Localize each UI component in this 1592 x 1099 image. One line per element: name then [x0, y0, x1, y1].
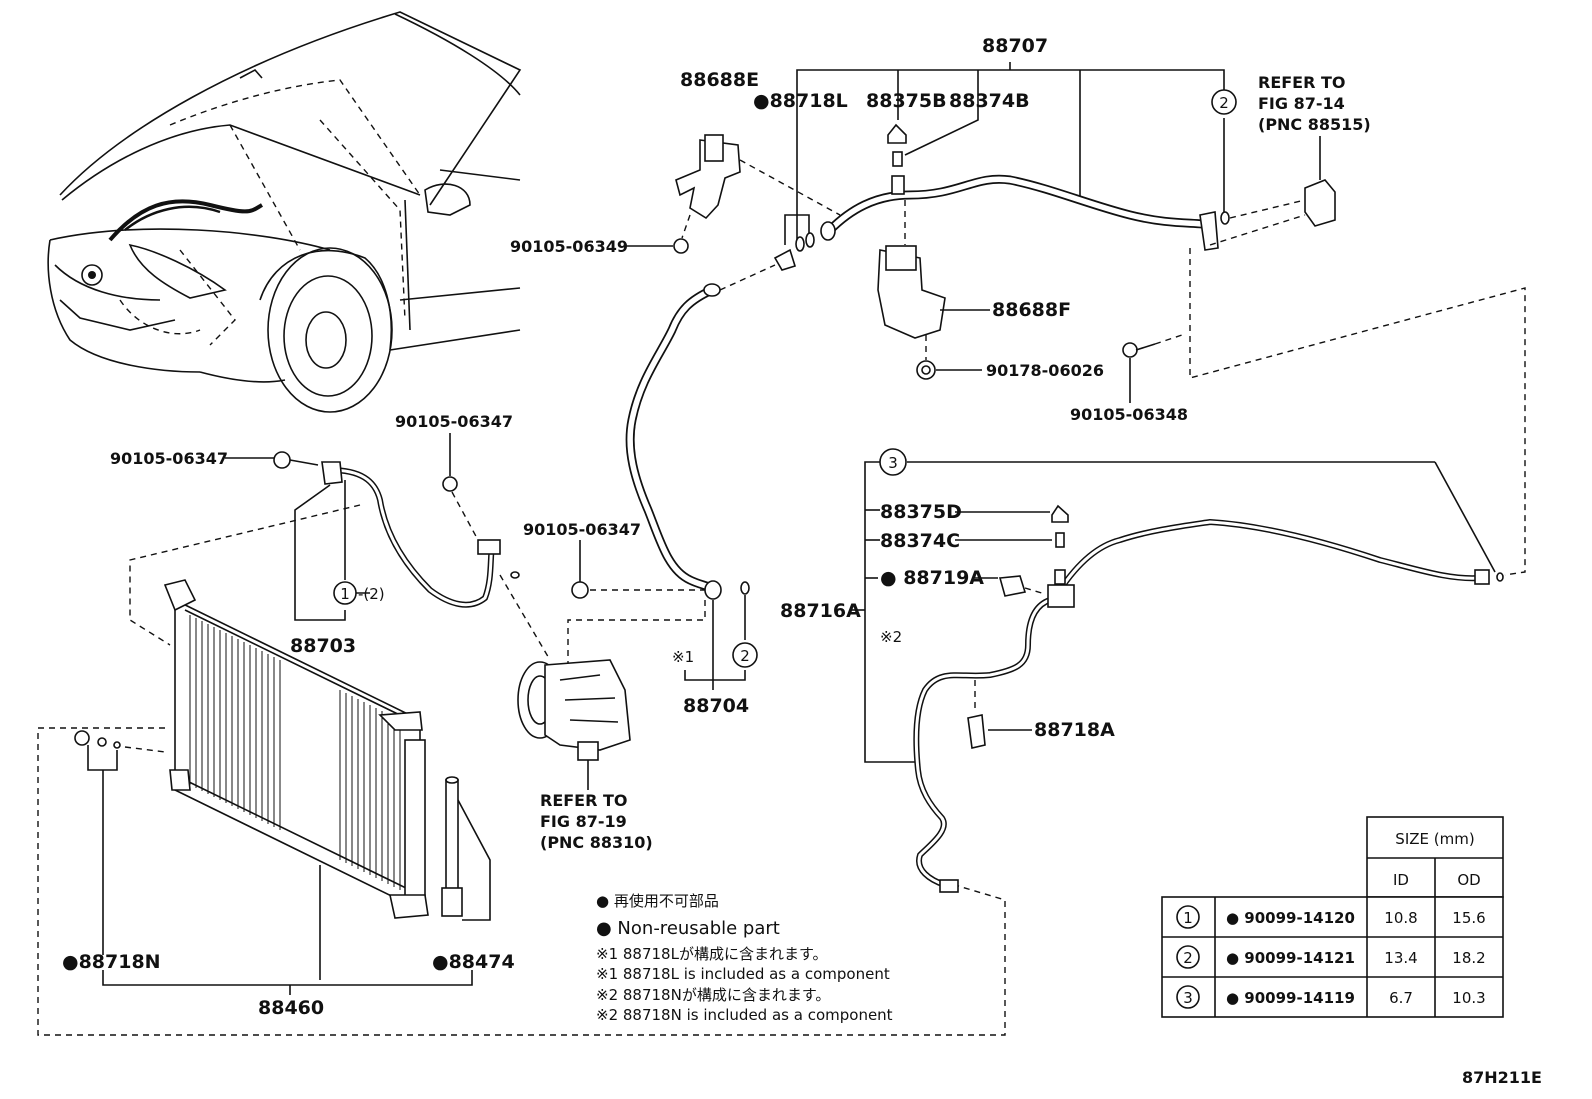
- refer-top-line2: FIG 87-14: [1258, 94, 1345, 113]
- condenser: [37, 579, 1006, 1036]
- note-jp-mark1: ※1 88718Lが構成に含まれます。: [596, 945, 827, 963]
- row-2-id: 13.4: [1384, 949, 1417, 967]
- label-90105-06347-top: 90105-06347: [395, 412, 513, 431]
- size-table: SIZE (mm) ID OD 1 ● 90099-14120 10.8 15.…: [1161, 816, 1504, 1018]
- refer-top-line1: REFER TO: [1258, 73, 1346, 92]
- label-88707: 88707: [982, 35, 1048, 57]
- refer-comp-line1: REFER TO: [540, 791, 628, 810]
- label-88375B: 88375B: [866, 90, 947, 112]
- row-1-od: 15.6: [1452, 909, 1485, 927]
- note-en-mark2: ※2 88718N is included as a component: [596, 1006, 893, 1024]
- label-88703: 88703: [290, 635, 356, 657]
- col-id-header: ID: [1393, 871, 1409, 889]
- row-3-id: 6.7: [1389, 989, 1413, 1007]
- circle-1: 1: [340, 585, 350, 603]
- label-88374B: 88374B: [949, 90, 1030, 112]
- label-90105-06347-left: 90105-06347: [110, 449, 228, 468]
- row-2-num: 2: [1183, 949, 1193, 967]
- label-88719A: ● 88719A: [880, 567, 984, 589]
- label-mark-1: ※1: [672, 648, 694, 666]
- note-en-mark1: ※1 88718L is included as a component: [596, 965, 890, 983]
- part-labels: 88707 88688E ●88718L 88375B 88374B REFER…: [62, 35, 1542, 1087]
- cooler-tube-group: [850, 461, 1504, 893]
- liquid-hose-group: [129, 433, 520, 646]
- circle-2-hose: 2: [740, 647, 750, 665]
- label-88718N: ●88718N: [62, 951, 161, 973]
- refer-comp-line2: FIG 87-19: [540, 812, 627, 831]
- refer-comp-line3: (PNC 88310): [540, 833, 653, 852]
- col-od-header: OD: [1457, 871, 1480, 889]
- row-3-num: 3: [1183, 989, 1193, 1007]
- note-jp-nonreusable: ● 再使用不可部品: [596, 892, 719, 910]
- label-90105-06348: 90105-06348: [1070, 405, 1188, 424]
- row-1-part: ● 90099-14120: [1226, 909, 1355, 927]
- label-88718L: ●88718L: [753, 90, 848, 112]
- label-90105-06349: 90105-06349: [510, 237, 628, 256]
- row-2-od: 18.2: [1452, 949, 1485, 967]
- row-1-num: 1: [1183, 909, 1193, 927]
- size-header: SIZE (mm): [1395, 830, 1474, 848]
- refer-top-line3: (PNC 88515): [1258, 115, 1371, 134]
- vehicle-illustration: [47, 11, 522, 413]
- label-mark-2: ※2: [880, 628, 902, 646]
- circle-2-top: 2: [1219, 94, 1229, 112]
- label-88716A: 88716A: [780, 600, 861, 622]
- label-90105-06347-center: 90105-06347: [523, 520, 641, 539]
- label-ref-1-2: -(2): [358, 585, 385, 603]
- row-1-id: 10.8: [1384, 909, 1417, 927]
- label-88688E: 88688E: [680, 69, 759, 91]
- figure-code: 87H211E: [1462, 1068, 1542, 1087]
- row-2-part: ● 90099-14121: [1226, 949, 1355, 967]
- row-3-part: ● 90099-14119: [1226, 989, 1355, 1007]
- label-90178-06026: 90178-06026: [986, 361, 1104, 380]
- circle-3: 3: [888, 454, 898, 472]
- note-jp-mark2: ※2 88718Nが構成に含まれます。: [596, 986, 830, 1004]
- label-88474: ●88474: [432, 951, 515, 973]
- row-3-od: 10.3: [1452, 989, 1485, 1007]
- legend-notes: ● 再使用不可部品 ● Non-reusable part ※1 88718Lが…: [596, 892, 893, 1024]
- compressor: [499, 574, 631, 790]
- label-88374C: 88374C: [880, 530, 960, 552]
- label-88704: 88704: [683, 695, 749, 717]
- label-88460: 88460: [258, 997, 324, 1019]
- circled-references: 1 2 2 3: [333, 89, 1237, 668]
- discharge-hose-group: [567, 248, 797, 690]
- suction-hose-group: [625, 62, 1526, 576]
- note-en-nonreusable: ● Non-reusable part: [596, 918, 780, 939]
- label-88375D: 88375D: [880, 501, 962, 523]
- label-88718A: 88718A: [1034, 719, 1115, 741]
- label-88688F: 88688F: [992, 299, 1071, 321]
